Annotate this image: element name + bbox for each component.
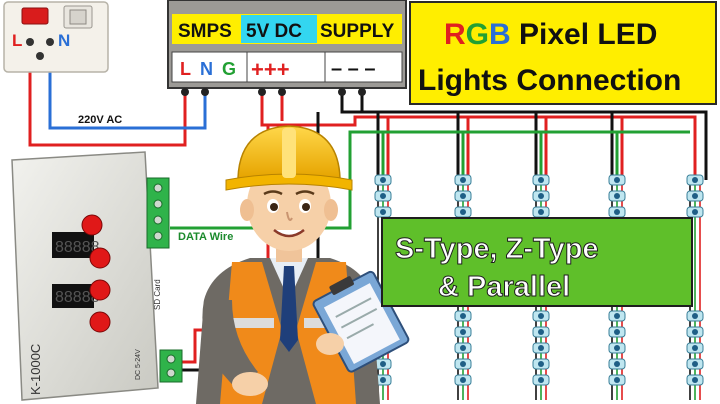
led-pixel bbox=[454, 358, 472, 370]
led-strip bbox=[686, 174, 704, 400]
led-pixel bbox=[608, 190, 626, 202]
smps-negative-terminals: – – – bbox=[331, 58, 375, 80]
power-port-label: DC 5-24V bbox=[135, 349, 142, 380]
led-pixel bbox=[686, 206, 704, 218]
led-pixel bbox=[608, 326, 626, 338]
controller-button-2[interactable] bbox=[89, 247, 111, 269]
led-pixel bbox=[454, 374, 472, 386]
led-pixel bbox=[374, 206, 392, 218]
controller-button-1[interactable] bbox=[81, 214, 103, 236]
smps-title-left: SMPS bbox=[178, 21, 232, 42]
display-bottom: 88888 bbox=[55, 289, 100, 306]
led-pixel bbox=[608, 374, 626, 386]
controller-button-4[interactable] bbox=[89, 311, 111, 333]
led-pixel bbox=[532, 374, 550, 386]
led-pixel bbox=[532, 358, 550, 370]
led-pixel bbox=[686, 310, 704, 322]
display-top: 88888 bbox=[55, 239, 100, 256]
smps-positive-terminals: +++ bbox=[251, 57, 290, 82]
live-label: L bbox=[12, 31, 22, 50]
led-pixel bbox=[454, 310, 472, 322]
led-pixel bbox=[608, 310, 626, 322]
sd-card-label: SD Card bbox=[153, 279, 162, 310]
title-box: RGB Pixel LED Lights Connection bbox=[409, 1, 717, 105]
smps-title-mid: 5V DC bbox=[246, 21, 302, 42]
smps-terminal-n: N bbox=[200, 59, 213, 79]
engineer-illustration bbox=[196, 125, 410, 404]
smps-terminal-l: L bbox=[180, 59, 191, 79]
led-pixel bbox=[686, 358, 704, 370]
data-wire-label: DATA Wire bbox=[178, 231, 233, 243]
ac-live-wire bbox=[28, 42, 187, 147]
led-pixel bbox=[608, 358, 626, 370]
led-pixel bbox=[374, 358, 392, 370]
title-line-1-rest: Pixel LED bbox=[511, 18, 658, 51]
types-line-1: S-Type, Z-Type bbox=[395, 233, 599, 265]
types-line-2: & Parallel bbox=[438, 271, 570, 303]
ac-wire-label: 220V AC bbox=[78, 114, 122, 126]
controller-model: K-1000C bbox=[28, 344, 43, 395]
led-pixel bbox=[454, 342, 472, 354]
led-pixel bbox=[532, 326, 550, 338]
led-pixel bbox=[532, 310, 550, 322]
smps-title-right: SUPPLY bbox=[320, 21, 395, 42]
led-pixel bbox=[608, 206, 626, 218]
led-pixel bbox=[374, 190, 392, 202]
led-pixel bbox=[454, 206, 472, 218]
smps-terminal-g: G bbox=[222, 59, 236, 79]
led-pixel bbox=[374, 174, 392, 186]
led-pixel bbox=[454, 326, 472, 338]
led-pixel bbox=[686, 374, 704, 386]
led-pixel bbox=[686, 190, 704, 202]
led-pixel bbox=[532, 342, 550, 354]
ac-neutral-wire bbox=[48, 42, 207, 130]
output-terminal-block bbox=[146, 177, 170, 249]
led-strip bbox=[454, 174, 472, 400]
led-pixel bbox=[608, 174, 626, 186]
led-pixel bbox=[532, 174, 550, 186]
rgb-g: G bbox=[466, 18, 489, 51]
types-box: S-Type, Z-Type & Parallel bbox=[381, 217, 693, 307]
rgb-r: R bbox=[444, 18, 466, 51]
controller-button-3[interactable] bbox=[89, 279, 111, 301]
rgb-b: B bbox=[489, 18, 511, 51]
switch-box: L N bbox=[3, 1, 109, 73]
led-pixel bbox=[532, 206, 550, 218]
neutral-label: N bbox=[58, 31, 70, 50]
title-line-2: Lights Connection bbox=[418, 64, 681, 97]
led-pixel bbox=[608, 342, 626, 354]
smps-box: SMPS 5V DC SUPPLY L N G +++ – – – bbox=[167, 0, 407, 96]
led-pixel bbox=[686, 174, 704, 186]
pixel-controller: 88888 88888 K-1000C SD Card DC 5-24V bbox=[11, 151, 183, 401]
title-line-1: RGB Pixel LED bbox=[444, 18, 657, 51]
led-pixel bbox=[686, 342, 704, 354]
power-terminal-block bbox=[159, 349, 183, 383]
led-pixel bbox=[532, 190, 550, 202]
led-pixel bbox=[686, 326, 704, 338]
led-pixel bbox=[454, 174, 472, 186]
led-pixel bbox=[454, 190, 472, 202]
